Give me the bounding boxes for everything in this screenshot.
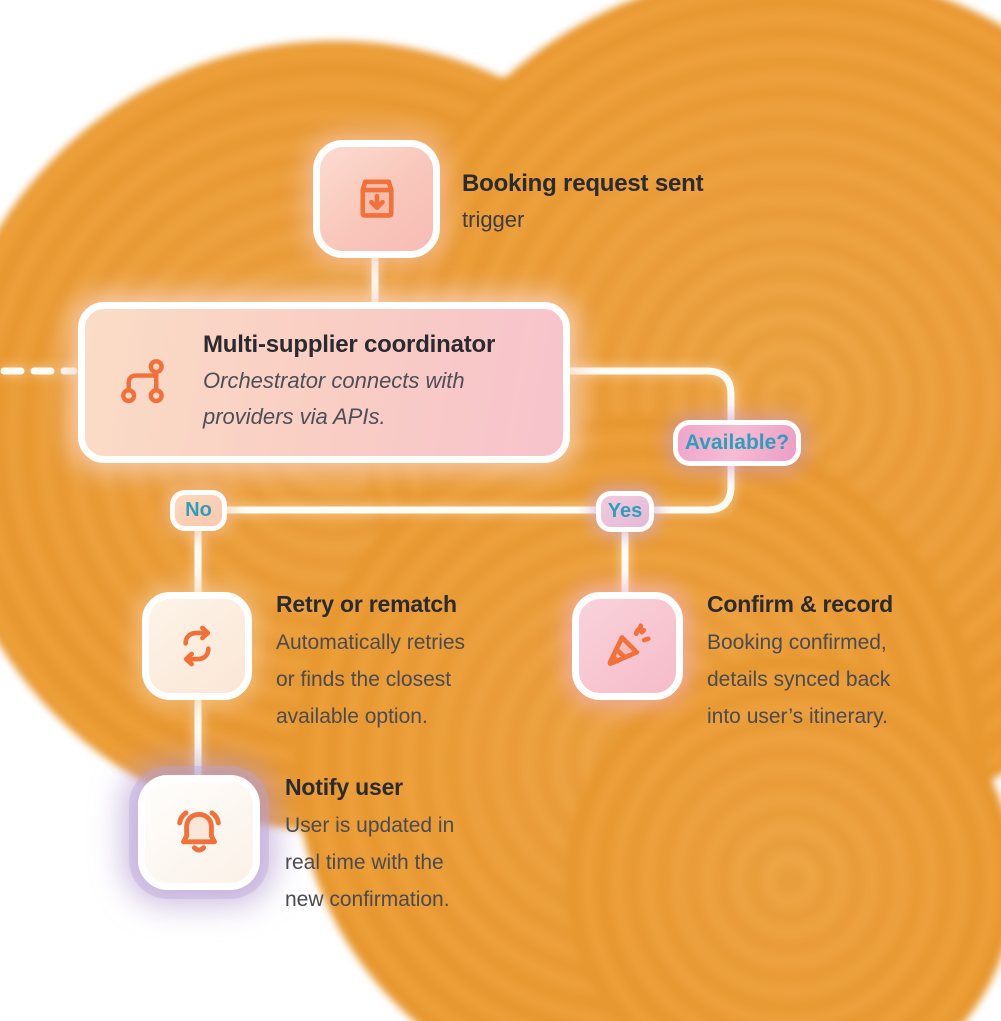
coordinator-title: Multi-supplier coordinator (203, 330, 496, 358)
available-decision-badge[interactable]: Available? (673, 420, 801, 466)
retry-label-block: Retry or rematch Automatically retries o… (276, 591, 496, 735)
retry-title: Retry or rematch (276, 591, 457, 617)
coordinator-label-block: Multi-supplier coordinator Orchestrator … (203, 331, 495, 435)
no-branch-badge[interactable]: No (170, 490, 227, 531)
no-badge-label: No (185, 499, 212, 521)
background-blob-bottom-right (565, 655, 1001, 1021)
trigger-label-block: Booking request sent trigger (462, 170, 704, 233)
confirm-title: Confirm & record (707, 591, 893, 617)
notify-title: Notify user (285, 774, 403, 800)
bell-icon (177, 809, 221, 852)
confirm-description: Booking confirmed, details synced back i… (707, 631, 891, 728)
network-branch-icon (121, 358, 164, 403)
retry-description: Automatically retries or finds the close… (276, 631, 466, 728)
trigger-title: Booking request sent (462, 170, 704, 197)
notify-label-block: Notify user User is updated in real time… (285, 774, 485, 918)
notify-node-card[interactable] (138, 775, 260, 890)
available-badge-label: Available? (684, 431, 790, 454)
retry-node-card[interactable] (142, 592, 252, 700)
confirm-label-block: Confirm & record Booking confirmed, deta… (707, 591, 927, 735)
party-popper-icon (607, 623, 651, 666)
notify-description: User is updated in real time with the ne… (285, 814, 455, 911)
retry-cycle-icon (183, 625, 211, 667)
yes-branch-badge[interactable]: Yes (596, 491, 654, 532)
yes-badge-label: Yes (607, 500, 643, 522)
confirm-node-card[interactable] (572, 592, 683, 700)
trigger-subtitle: trigger (462, 207, 525, 232)
box-arrow-down-icon (359, 179, 394, 218)
coordinator-subtitle: Orchestrator connects with providers via… (203, 367, 465, 429)
trigger-node-card[interactable] (313, 140, 440, 258)
coordinator-node-card[interactable]: Multi-supplier coordinator Orchestrator … (78, 302, 570, 463)
